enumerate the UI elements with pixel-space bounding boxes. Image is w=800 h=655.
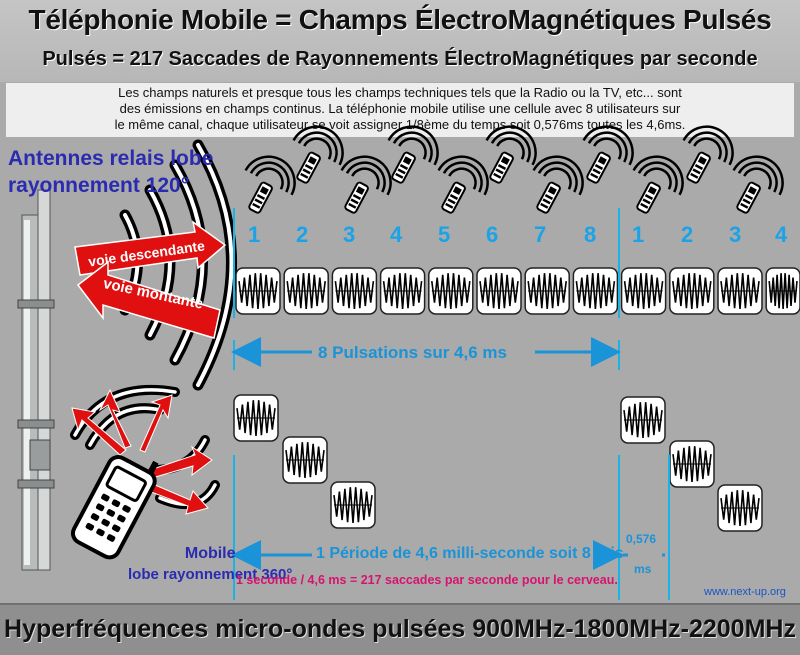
pulse-burst-icon xyxy=(235,267,281,315)
slot-number: 6 xyxy=(486,222,499,247)
radiating-phone-icon xyxy=(387,125,439,184)
radiating-phones-row xyxy=(244,125,784,214)
slot-duration-label: 0,576 xyxy=(626,532,657,546)
pulse-burst-icon xyxy=(765,267,800,315)
pulse-burst-icon xyxy=(379,267,426,315)
page-title: Téléphonie Mobile = Champs ÉlectroMagnét… xyxy=(28,4,772,35)
intro-text: Les champs naturels et presque tous les … xyxy=(6,83,794,137)
mobile-label-line: lobe rayonnement 360° xyxy=(128,566,293,583)
radiating-phone-icon xyxy=(340,155,392,214)
slot-unit-label: ms xyxy=(634,562,652,576)
pulse-burst-icon xyxy=(283,267,329,315)
pulse-burst-icon xyxy=(572,267,619,315)
arrow-voie-montante: voie montante xyxy=(76,260,221,339)
slot-number: 1 xyxy=(248,222,261,247)
pulse-burst-icon xyxy=(620,267,667,315)
pulse-burst-icon xyxy=(717,484,763,532)
calculation-text: 1 seconde / 4,6 ms = 217 saccades par se… xyxy=(236,573,618,587)
radiating-phone-icon xyxy=(244,155,296,214)
website-link[interactable]: www.next-up.org xyxy=(704,586,786,598)
pulse-burst-icon xyxy=(620,396,666,444)
page-subtitle: Pulsés = 217 Saccades de Rayonnements Él… xyxy=(42,48,758,70)
pulse-burst-icon xyxy=(717,267,763,315)
radiating-phone-icon xyxy=(292,125,344,184)
intro-line: Les champs naturels et presque tous les … xyxy=(118,85,682,100)
slot-number: 3 xyxy=(343,222,356,247)
mobile-label: Mobile lobe rayonnement 360° xyxy=(128,543,292,585)
pulse-burst-icon xyxy=(669,440,715,488)
antenna-label: Antennes relais lobe rayonnement 120° xyxy=(8,145,213,199)
radiating-phone-icon xyxy=(532,155,584,214)
slot-number: 3 xyxy=(729,222,742,247)
radiating-phone-icon xyxy=(437,155,489,214)
pulse-burst-icon xyxy=(428,267,474,315)
radiating-phone-icon xyxy=(632,155,684,214)
mobile-rays xyxy=(71,388,213,515)
slot-number: 5 xyxy=(438,222,451,247)
antenna-label-line: Antennes relais lobe xyxy=(8,147,214,170)
slot-number: 2 xyxy=(296,222,309,247)
cell-tower-icon xyxy=(17,189,55,571)
header-band: Téléphonie Mobile = Champs ÉlectroMagnét… xyxy=(0,0,800,82)
pulse-burst-icon xyxy=(331,267,378,315)
antenna-label-line: rayonnement 120° xyxy=(8,174,190,197)
mobile-phone-icon xyxy=(70,455,159,560)
radiating-phone-icon xyxy=(682,125,734,184)
pulse-burst-icon xyxy=(282,436,328,484)
slot-number: 8 xyxy=(584,222,597,247)
intro-line: le même canal, chaque utilisateur se voi… xyxy=(114,117,686,132)
pulse-burst-icon xyxy=(233,394,279,442)
footer-text: Hyperfréquences micro-ondes pulsées 900M… xyxy=(4,615,796,643)
pulse-burst-icon xyxy=(330,481,376,529)
intro-line: des émissions en champs continus. La tél… xyxy=(119,101,681,116)
radiating-phone-icon xyxy=(582,125,634,184)
period-arrows xyxy=(231,337,665,570)
slot-number: 4 xyxy=(775,222,788,247)
pulse-stairs xyxy=(233,394,763,532)
radiating-phone-icon xyxy=(732,155,784,214)
pulse-burst-icon xyxy=(669,267,715,315)
time-guides xyxy=(233,208,670,600)
pulse-bursts-row xyxy=(235,267,800,315)
mobile-label-line: Mobile xyxy=(184,545,236,562)
footer-band: Hyperfréquences micro-ondes pulsées 900M… xyxy=(0,603,800,655)
radiating-phone-icon xyxy=(485,125,537,184)
slot-number: 2 xyxy=(681,222,694,247)
slot-number: 4 xyxy=(390,222,403,247)
pulsations-label: 8 Pulsations sur 4,6 ms xyxy=(318,343,507,362)
pulse-burst-icon xyxy=(476,267,522,315)
slot-number: 7 xyxy=(534,222,547,247)
period-label: 1 Période de 4,6 milli-seconde soit 8 fo… xyxy=(316,545,624,562)
pulse-burst-icon xyxy=(524,267,570,315)
slot-number: 1 xyxy=(632,222,645,247)
